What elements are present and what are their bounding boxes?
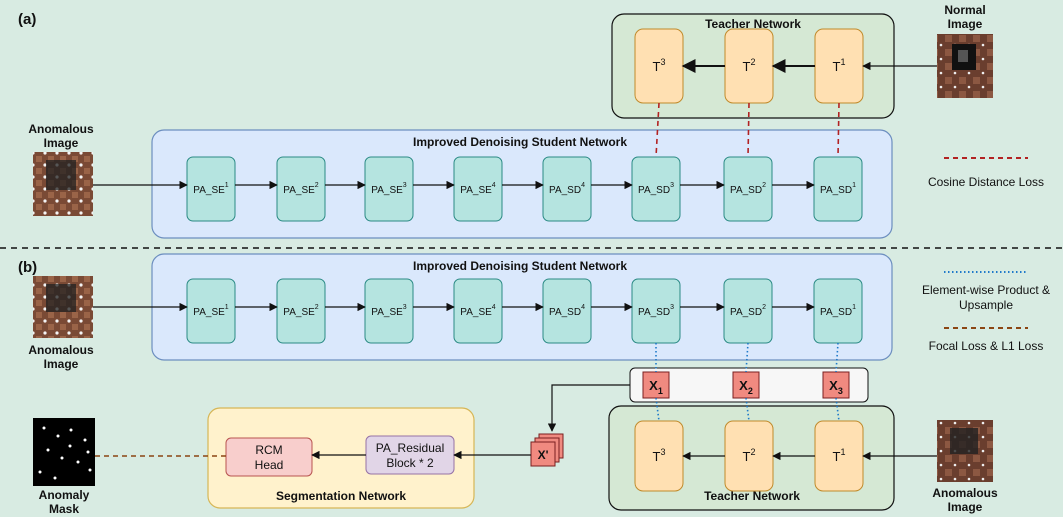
- anomalous-image-a: Anomalous Image: [28, 122, 94, 216]
- segmentation-network: Segmentation Network RCM Head PA_Residua…: [207, 407, 475, 509]
- legend-product-label-2: Upsample: [959, 298, 1013, 312]
- fusion-cell-label-2: X2: [739, 378, 753, 396]
- legend-b: Element-wise Product & Upsample Focal Lo…: [922, 271, 1050, 353]
- anomaly-mask-label-2: Mask: [49, 502, 79, 516]
- anomalous-image-b-right-label-1: Anomalous: [932, 486, 998, 500]
- fusion-cell-label-1: X1: [649, 378, 663, 396]
- legend-focal-label: Focal Loss & L1 Loss: [929, 339, 1044, 353]
- legend-cosine-label: Cosine Distance Loss: [928, 175, 1044, 189]
- teacher-b-node-label-1: T3: [653, 447, 666, 464]
- student-b-node-label-8: PA_SD1: [820, 304, 856, 318]
- student-a-node-label-1: PA_SE1: [193, 182, 229, 196]
- fusion-cell-3: [822, 371, 850, 399]
- legend-a: Cosine Distance Loss: [928, 157, 1044, 189]
- fusion-cell-label-3: X3: [829, 378, 843, 396]
- teacher-a-node-label-1: T3: [653, 57, 666, 74]
- arrow-fusion-to-xprime: [547, 384, 630, 432]
- product-link-top-3: [835, 342, 839, 373]
- teacher-a-node-label-2: T2: [743, 57, 756, 74]
- student-a-node-label-2: PA_SE2: [283, 182, 319, 196]
- normal-image-label-1: Normal: [944, 3, 985, 17]
- anomalous-image-b-left-label-1: Anomalous: [28, 343, 94, 357]
- cosine-link-1: [655, 102, 660, 158]
- product-link-top-2: [745, 342, 749, 373]
- teacher-network-b-title: Teacher Network: [704, 489, 800, 503]
- segmentation-network-title: Segmentation Network: [276, 489, 406, 503]
- student-b-node-label-2: PA_SE2: [283, 304, 319, 318]
- cosine-link-3: [837, 102, 840, 158]
- student-a-node-label-5: PA_SD4: [549, 182, 585, 196]
- part-b-label: (b): [18, 259, 37, 276]
- teacher-network-a: Teacher Network T3 T2 T1: [611, 13, 895, 119]
- anomalous-image-b-left-label-2: Image: [44, 357, 79, 371]
- teacher-network-a-title: Teacher Network: [705, 17, 801, 31]
- anomaly-mask-label-1: Anomaly: [39, 488, 90, 502]
- residual-block-label-2: Block * 2: [386, 456, 434, 470]
- anomalous-image-a-label-1: Anomalous: [28, 122, 94, 136]
- anomalous-image-b-right: Anomalous Image: [932, 420, 998, 514]
- teacher-b-node-label-2: T2: [743, 447, 756, 464]
- student-b-node-label-5: PA_SD4: [549, 304, 585, 318]
- anomalous-image-b-right-label-2: Image: [948, 500, 983, 514]
- teacher-network-b: Teacher Network T3 T2 T1: [608, 405, 895, 511]
- rcm-head-label-2: Head: [255, 458, 284, 472]
- student-b-node-label-4: PA_SE4: [460, 304, 496, 318]
- fusion-strip: X1 X2 X3: [629, 367, 869, 403]
- student-b-node-label-1: PA_SE1: [193, 304, 229, 318]
- normal-image-label-2: Image: [948, 17, 983, 31]
- anomalous-image-b-left: Anomalous Image: [28, 276, 94, 371]
- student-b-node-label-7: PA_SD2: [730, 304, 766, 318]
- student-network-a-title: Improved Denoising Student Network: [413, 135, 627, 149]
- normal-image: Normal Image: [937, 3, 993, 98]
- teacher-a-node-label-3: T1: [833, 57, 846, 74]
- residual-block-label-1: PA_Residual: [376, 441, 444, 455]
- student-b-node-label-3: PA_SE3: [371, 304, 407, 318]
- x-prime-label: X': [538, 448, 549, 462]
- x-prime-stack: X': [530, 433, 564, 467]
- legend-product-label-1: Element-wise Product &: [922, 283, 1050, 297]
- anomalous-image-a-label-2: Image: [44, 136, 79, 150]
- anomaly-mask: Anomaly Mask: [33, 418, 95, 516]
- student-a-node-label-7: PA_SD2: [730, 182, 766, 196]
- student-network-a: Improved Denoising Student Network PA_SE…: [151, 129, 893, 239]
- part-a-label: (a): [18, 11, 36, 28]
- connectors: [93, 59, 937, 461]
- student-a-node-label-4: PA_SE4: [460, 182, 496, 196]
- student-a-node-label-3: PA_SE3: [371, 182, 407, 196]
- student-a-node-label-6: PA_SD3: [638, 182, 674, 196]
- student-b-node-label-6: PA_SD3: [638, 304, 674, 318]
- student-a-node-label-8: PA_SD1: [820, 182, 856, 196]
- teacher-b-node-label-3: T1: [833, 447, 846, 464]
- rcm-head-label-1: RCM: [255, 443, 282, 457]
- cosine-link-2: [747, 102, 750, 158]
- student-network-b-title: Improved Denoising Student Network: [413, 259, 627, 273]
